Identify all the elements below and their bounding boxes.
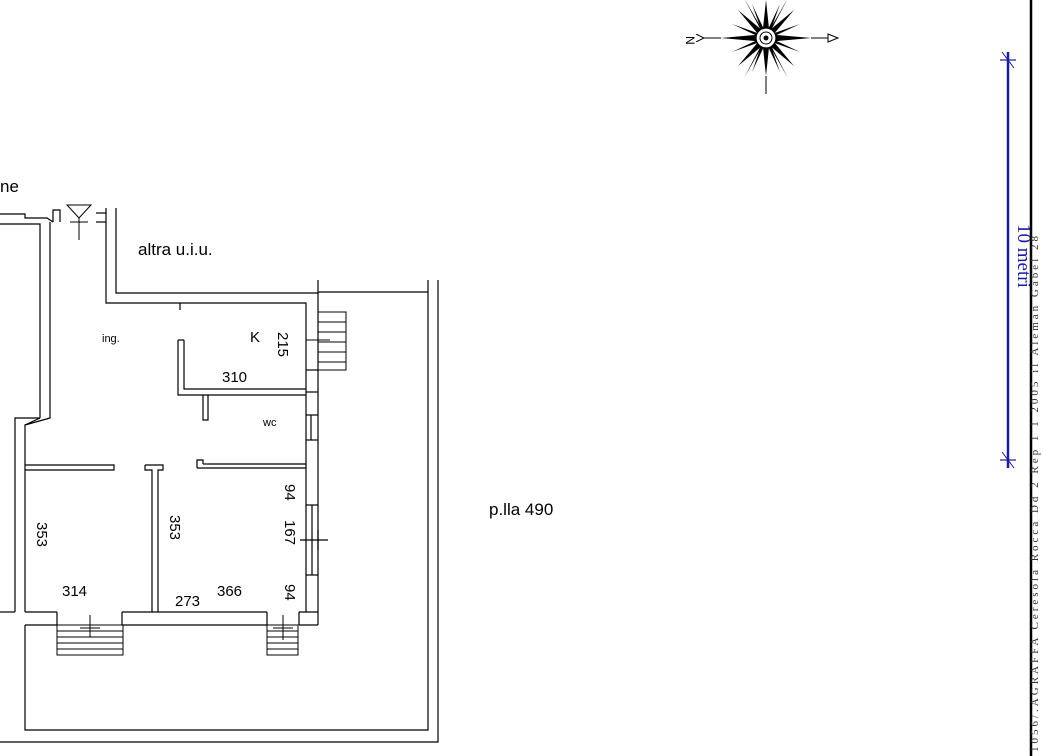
cut-label: ne	[0, 177, 19, 196]
dimension-215: 215	[274, 332, 291, 357]
stairs-bottom-left	[56, 615, 124, 656]
dimension-273: 273	[175, 593, 200, 610]
dimension-314: 314	[62, 583, 87, 600]
neighbour-unit-label: altra u.i.u.	[138, 240, 213, 259]
scale-bar	[1000, 51, 1016, 469]
kitchen-label: K	[250, 329, 260, 346]
building-walls	[0, 208, 328, 626]
entrance-marker	[65, 204, 93, 240]
parcel-boundary	[0, 280, 439, 743]
dimension-353-left: 353	[33, 522, 50, 547]
compass-rose: N	[683, 0, 840, 94]
parcel-label: p.lla 490	[489, 500, 553, 519]
scale-label: 10 metri	[1013, 224, 1034, 288]
north-label: N	[683, 36, 697, 45]
dimension-94-upper: 94	[281, 484, 298, 501]
dimension-310: 310	[222, 369, 247, 386]
dimension-94-lower: 94	[281, 584, 298, 601]
dimension-353-middle: 353	[166, 515, 183, 540]
partition-walls	[25, 339, 306, 612]
dimension-366: 366	[217, 583, 242, 600]
dimension-167: 167	[281, 520, 298, 545]
wc-label: wc	[262, 417, 277, 429]
margin-stamp-text: 1056/.AGRAFFA Ceresola Rocca Dd 2 Rep 1 …	[1029, 233, 1041, 752]
stairs-bottom-right	[266, 615, 299, 656]
stairs-right	[306, 311, 347, 371]
entrance-label: ing.	[102, 333, 120, 345]
